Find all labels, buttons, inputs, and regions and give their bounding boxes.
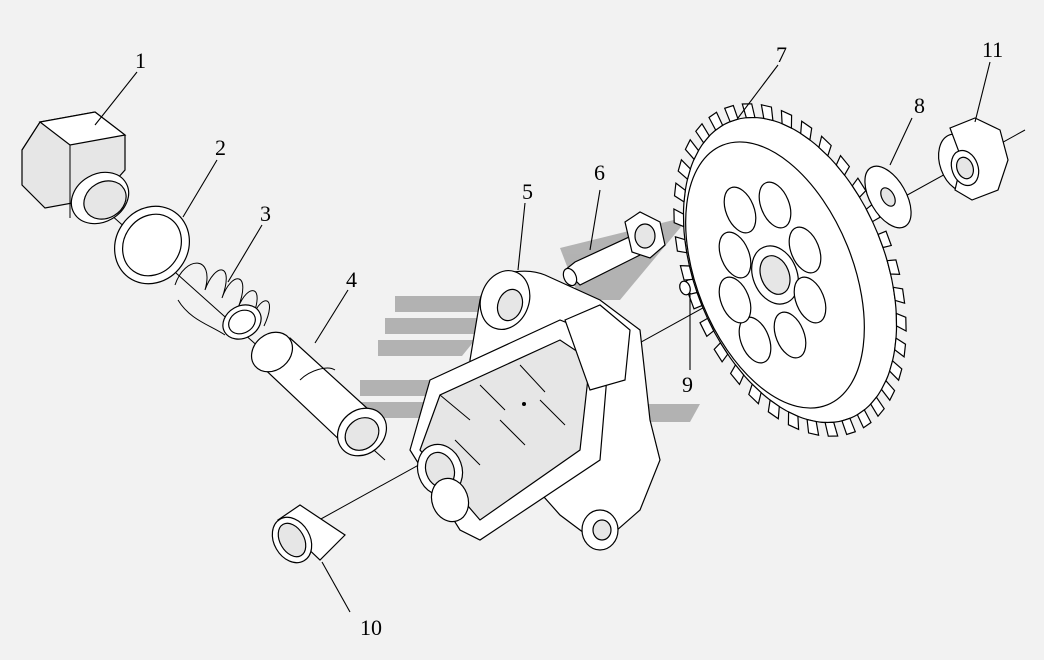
gear-teeth: [673, 103, 907, 437]
gear-tooth: [674, 235, 688, 254]
gear-tooth: [713, 341, 729, 363]
callout-11: 11: [982, 37, 1003, 62]
callout-5: 5: [522, 179, 533, 204]
callout-3: 3: [260, 201, 271, 226]
gear-tooth: [886, 259, 901, 276]
callout-7: 7: [776, 42, 787, 67]
gear-tooth: [824, 421, 839, 437]
gear-tooth: [729, 363, 745, 386]
pump-body: [409, 270, 661, 551]
gear-tooth: [767, 399, 780, 420]
gear-tooth: [818, 135, 832, 157]
bushing-sleeve: [250, 331, 388, 457]
gear-tooth: [880, 379, 896, 402]
gear-tooth: [760, 104, 774, 122]
gear-tooth: [684, 138, 700, 161]
gear-tooth: [677, 158, 692, 181]
gear-tooth: [787, 410, 800, 431]
gear-tooth: [806, 418, 820, 436]
gear-tooth: [869, 396, 885, 418]
gear-tooth: [841, 417, 857, 436]
drive-gear: [673, 103, 907, 437]
bolt: [562, 211, 666, 287]
sealing-washer: [114, 205, 190, 285]
gear-tooth: [673, 207, 685, 228]
leader-lines: [94, 61, 991, 613]
small-bushing: [271, 504, 346, 564]
gear-tooth: [741, 103, 756, 119]
hex-plug: [21, 111, 130, 225]
gear-tooth: [877, 230, 893, 249]
gear-tooth: [673, 181, 686, 203]
callout-10: 10: [360, 615, 382, 640]
callout-labels: 1 2 3 4 5 6 7 8 9 10 11: [135, 37, 1003, 640]
callout-2: 2: [215, 135, 226, 160]
gear-tooth: [780, 109, 793, 130]
flange-nut: [937, 117, 1009, 201]
callout-4: 4: [346, 267, 357, 292]
callout-6: 6: [594, 160, 605, 185]
gear-tooth: [892, 286, 906, 305]
gear-holes: [718, 181, 827, 364]
gear-tooth: [699, 317, 715, 338]
callout-9: 9: [682, 372, 693, 397]
gear-tooth: [679, 264, 694, 281]
callout-8: 8: [914, 93, 925, 118]
gear-tooth: [708, 111, 724, 131]
gear-tooth: [687, 291, 703, 310]
gear-tooth: [748, 383, 762, 405]
gear-tooth: [800, 120, 813, 141]
spring: [174, 262, 270, 340]
callout-1: 1: [135, 48, 146, 73]
gear-tooth: [856, 409, 872, 429]
gear-tooth: [888, 359, 903, 382]
gear-tooth: [695, 122, 711, 144]
gear-tooth: [895, 312, 907, 333]
flat-washer: [864, 165, 912, 229]
gear-tooth: [894, 337, 907, 359]
gear-tooth: [835, 154, 851, 177]
gear-tooth: [723, 104, 739, 123]
